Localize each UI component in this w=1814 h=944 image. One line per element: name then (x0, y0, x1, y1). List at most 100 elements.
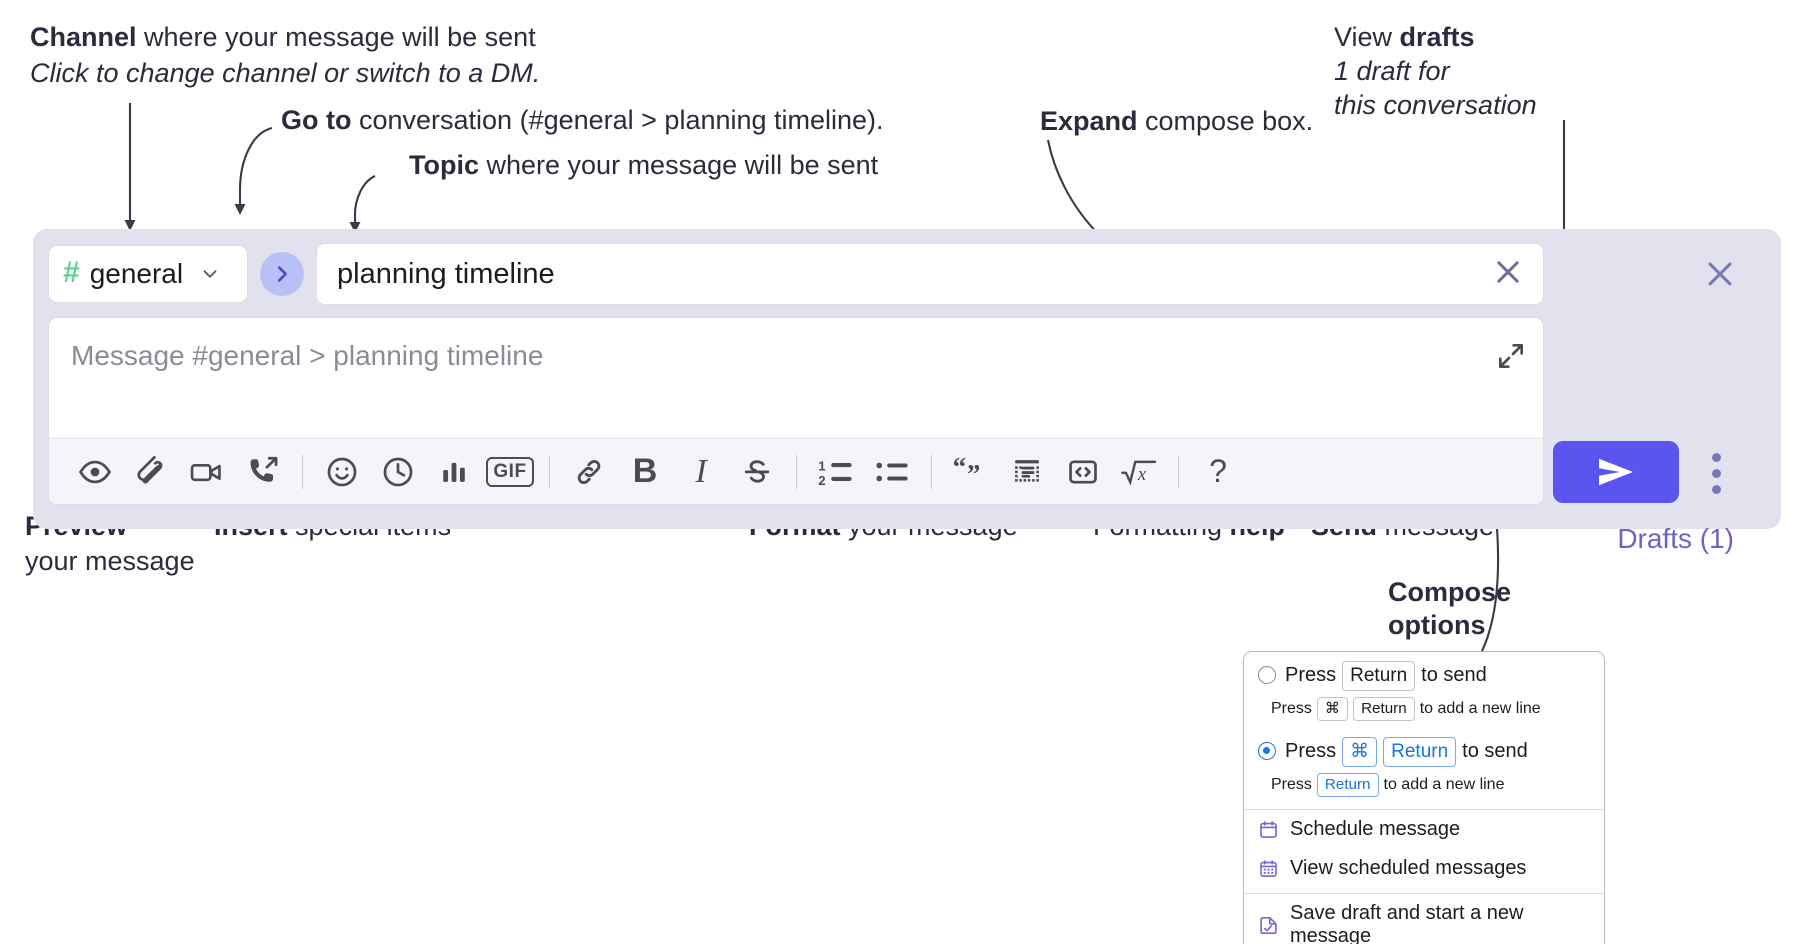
help-question-icon[interactable]: ? (1209, 453, 1227, 489)
radio-return[interactable] (1258, 666, 1276, 684)
code-block-icon[interactable] (999, 448, 1055, 496)
go-to-conversation-button[interactable] (260, 252, 304, 296)
sub-press-2: Press (1271, 776, 1312, 794)
toolbar-separator-2 (549, 454, 550, 489)
expand-compose-box-button[interactable] (1495, 340, 1527, 377)
message-placeholder: Message #general > planning timeline (71, 340, 544, 371)
svg-text:x: x (1137, 464, 1147, 485)
annotation-channel-rest: where your message will be sent (136, 22, 536, 52)
send-option-cmd-return-line: Press ⌘ Return to send (1285, 737, 1528, 767)
tail-label-1: to send (1421, 664, 1487, 687)
annotation-drafts-rest: View (1334, 22, 1400, 52)
annotation-channel-bold: Channel (30, 22, 137, 52)
channel-name-label: general (89, 258, 184, 289)
send-option-cmd-return-sub: Press Return to add a new line (1244, 770, 1604, 805)
annotation-drafts-line2: 1 draft for (1334, 55, 1450, 86)
expand-arrows-icon (1499, 344, 1523, 368)
compose-options-menu-button[interactable] (1699, 451, 1733, 495)
blockquote-icon[interactable]: “” (943, 448, 999, 496)
close-composer-button[interactable] (1703, 257, 1737, 296)
compose-options-dropdown: Press Return to send Press ⌘ Return to a… (1243, 651, 1605, 944)
annotation-goto: Go to conversation (#general > planning … (281, 105, 884, 137)
svg-text:”: ” (967, 458, 981, 488)
annotation-topic: Topic where your message will be sent (409, 150, 878, 182)
menu-item-schedule-label: Schedule message (1290, 818, 1461, 841)
channel-selector[interactable]: # general (48, 245, 248, 303)
annotation-goto-bold: Go to (281, 105, 352, 135)
menu-divider-2 (1244, 893, 1604, 895)
preview-eye-icon[interactable] (67, 448, 123, 496)
key-return-sub-2: Return (1316, 772, 1379, 798)
italic-icon[interactable]: I (695, 452, 707, 490)
bold-icon[interactable]: B (632, 452, 658, 490)
toolbar-separator-5 (1178, 454, 1179, 489)
topic-input[interactable]: planning timeline (316, 243, 1544, 305)
annotation-drafts-line3: this conversation (1334, 89, 1537, 120)
video-camera-icon[interactable] (179, 448, 235, 496)
send-option-return[interactable]: Press Return to send (1244, 652, 1604, 694)
bulleted-list-icon[interactable] (864, 448, 920, 496)
svg-text:“: “ (953, 455, 967, 482)
send-message-button[interactable] (1553, 441, 1679, 503)
chevron-right-icon (277, 266, 287, 282)
sub-tail-2: to add a new line (1383, 776, 1505, 794)
annotation-expand-bold: Expand (1040, 106, 1138, 136)
menu-item-schedule-message[interactable]: Schedule message (1244, 810, 1604, 849)
toolbar-separator-4 (931, 454, 932, 489)
clear-topic-button[interactable] (1491, 255, 1525, 294)
annotation-expand-rest: compose box. (1137, 106, 1314, 136)
toolbar-separator-1 (302, 454, 303, 489)
send-option-return-line: Press Return to send (1285, 661, 1487, 691)
menu-item-view-scheduled[interactable]: View scheduled messages (1244, 849, 1604, 888)
annotation-channel-sub: Click to change channel or switch to a D… (30, 57, 541, 88)
annotation-topic-bold: Topic (409, 150, 479, 180)
svg-text:1: 1 (818, 458, 825, 473)
bar-chart-icon[interactable] (426, 448, 482, 496)
close-icon (1497, 260, 1519, 283)
radio-cmd-return[interactable] (1258, 742, 1276, 761)
send-option-return-sub: Press ⌘ Return to add a new line (1244, 694, 1604, 729)
annotation-compose-options-line1: Compose (1388, 577, 1512, 607)
link-icon[interactable] (561, 448, 617, 496)
save-draft-icon (1258, 915, 1279, 936)
svg-text:2: 2 (818, 472, 825, 487)
send-option-cmd-return[interactable]: Press ⌘ Return to send (1244, 728, 1604, 770)
message-composer: Drafts (1) # general (33, 229, 1781, 554)
gif-icon[interactable]: GIF (482, 448, 538, 496)
menu-item-save-draft-label: Save draft and start a new message (1290, 902, 1524, 944)
gif-label: GIF (486, 456, 534, 487)
key-cmd-2: ⌘ (1342, 737, 1378, 767)
hash-icon: # (63, 256, 80, 289)
phone-forward-icon[interactable] (235, 448, 291, 496)
calendar-schedule-icon (1258, 819, 1279, 840)
key-return-sub-1: Return (1353, 696, 1415, 722)
topic-value: planning timeline (337, 257, 555, 290)
kebab-dot-3 (1711, 484, 1721, 494)
inline-code-icon[interactable] (1055, 448, 1111, 496)
strikethrough-icon[interactable] (729, 448, 785, 496)
key-return-2: Return (1383, 737, 1457, 767)
sub-tail-1: to add a new line (1419, 699, 1541, 717)
send-arrow-icon (1599, 458, 1633, 486)
composer-header-row: # general planning timeline (48, 243, 1544, 305)
calendar-grid-icon (1258, 858, 1279, 879)
menu-item-save-draft[interactable]: Save draft and start a new message (1244, 894, 1604, 944)
annotation-preview-line2: your message (25, 545, 195, 576)
math-icon[interactable]: x (1111, 448, 1167, 496)
tail-label-2: to send (1462, 740, 1528, 763)
attachment-paperclip-icon[interactable] (123, 448, 179, 496)
annotation-goto-rest: conversation (#general > planning timeli… (351, 105, 884, 135)
clock-icon[interactable] (370, 448, 426, 496)
kebab-dot-2 (1711, 468, 1721, 478)
key-cmd-1: ⌘ (1316, 696, 1349, 722)
message-input-area[interactable]: Message #general > planning timeline (48, 317, 1544, 505)
annotation-drafts: View drafts 1 draft for this conversatio… (1334, 22, 1537, 122)
press-label-2: Press (1285, 740, 1337, 763)
emoji-smiley-icon[interactable] (314, 448, 370, 496)
annotation-compose-options-line2: options (1388, 609, 1486, 640)
annotation-topic-rest: where your message will be sent (479, 150, 879, 180)
drafts-link[interactable]: Drafts (1) (1617, 523, 1734, 554)
